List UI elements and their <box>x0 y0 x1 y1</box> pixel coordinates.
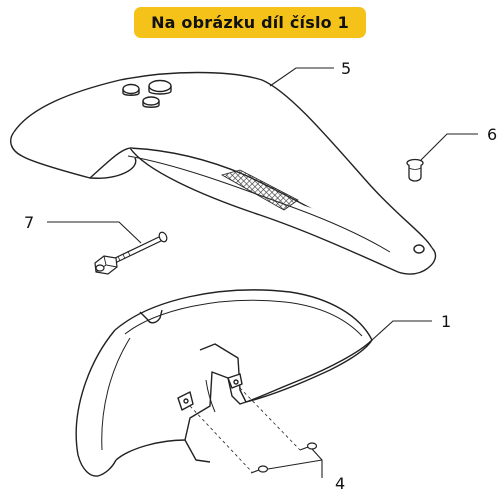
banner-title: Na obrázku díl číslo 1 <box>151 13 349 32</box>
part-5-hatched-grip-cross <box>222 170 298 210</box>
callout-label-6: 6 <box>487 125 497 144</box>
leader-lines <box>47 67 478 478</box>
part-5-mudguard-cover <box>10 71 437 275</box>
part-4-assembly-line-upper <box>239 387 301 451</box>
part-4-screws <box>250 442 318 474</box>
leader-line-4-b <box>267 459 323 470</box>
callout-label-7: 7 <box>24 213 34 232</box>
callout-label-4: 4 <box>335 474 345 493</box>
leader-line-5 <box>269 67 334 87</box>
callout-label-5: 5 <box>341 59 351 78</box>
title-banner: Na obrázku díl číslo 1 <box>134 7 366 38</box>
leader-line-1 <box>371 320 432 341</box>
callout-label-1: 1 <box>441 312 451 331</box>
leader-line-4-a <box>311 448 323 478</box>
part-1-front-fender <box>75 289 373 477</box>
leader-line-7 <box>47 221 142 244</box>
part-7-bolt <box>94 231 168 275</box>
leader-line-6 <box>420 133 478 161</box>
part-6-rivet <box>406 158 424 182</box>
